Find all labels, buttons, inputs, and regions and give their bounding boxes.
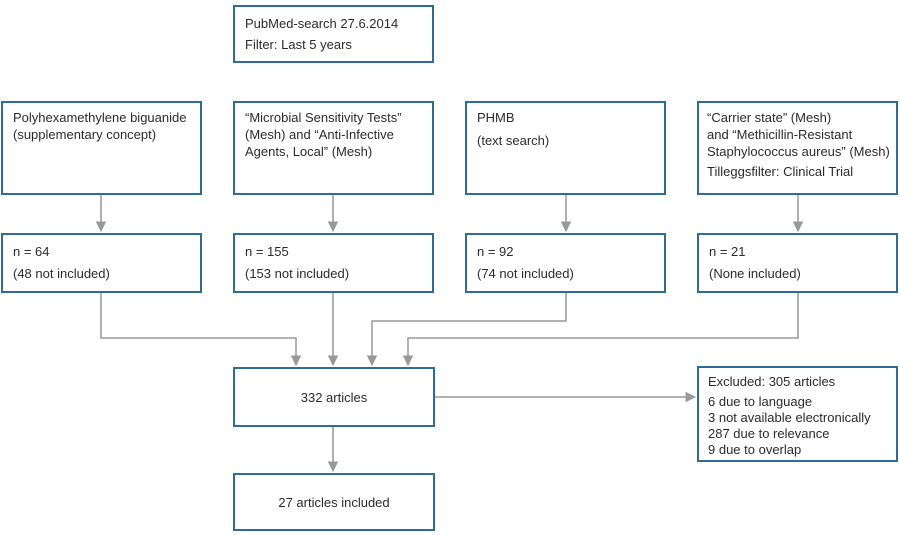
query-box-2: “Microbial Sensitivity Tests” (Mesh) and… xyxy=(233,101,434,195)
query-box-4: “Carrier state” (Mesh) and “Methicillin-… xyxy=(697,101,898,195)
included-articles-label: 27 articles included xyxy=(278,494,390,510)
count-1-n: n = 64 xyxy=(13,244,50,259)
query-4-line-4: Tilleggsfilter: Clinical Trial xyxy=(707,164,854,179)
excluded-item-relevance: 287 due to relevance xyxy=(708,426,830,441)
excluded-item-not-available: 3 not available electronically xyxy=(708,410,871,425)
query-3-line-2: (text search) xyxy=(477,133,550,148)
arrow-count1-to-merged xyxy=(100,293,302,367)
query-4-line-2: and “Methicillin-Resistant xyxy=(707,127,853,142)
query-4-line-3: Staphylococcus aureus” (Mesh) xyxy=(707,144,890,159)
excluded-box: Excluded: 305 articles 6 due to language… xyxy=(697,366,898,462)
count-3-n: n = 92 xyxy=(477,244,514,259)
excluded-title: Excluded: 305 articles xyxy=(708,374,836,389)
count-box-4: n = 21 (None included) xyxy=(697,233,898,293)
query-3-line-1: PHMB xyxy=(477,110,515,125)
count-box-2: n = 155 (153 not included) xyxy=(233,233,434,293)
arrow-count4-to-merged xyxy=(402,293,799,367)
count-1-note: (48 not included) xyxy=(13,266,110,281)
count-3-note: (74 not included) xyxy=(477,266,574,281)
count-4-note: (None included) xyxy=(709,266,801,281)
query-2-line-1: “Microbial Sensitivity Tests” xyxy=(245,110,402,125)
query-2-line-2: (Mesh) and “Anti-Infective xyxy=(245,127,394,142)
query-box-1: Polyhexamethylene biguanide (supplementa… xyxy=(1,101,202,195)
excluded-item-language: 6 due to language xyxy=(708,394,813,409)
excluded-item-overlap: 9 due to overlap xyxy=(708,442,802,457)
count-2-n: n = 155 xyxy=(245,244,289,259)
query-box-3: PHMB (text search) xyxy=(465,101,666,195)
search-box: PubMed-search 27.6.2014 Filter: Last 5 y… xyxy=(233,5,434,63)
query-1-line-2: (supplementary concept) xyxy=(13,127,157,142)
count-4-n: n = 21 xyxy=(709,244,746,259)
merged-articles-box: 332 articles xyxy=(233,367,435,427)
search-line-1: PubMed-search 27.6.2014 xyxy=(245,16,399,31)
arrow-count3-to-merged xyxy=(366,293,567,367)
query-4-line-1: “Carrier state” (Mesh) xyxy=(707,110,832,125)
query-1-line-1: Polyhexamethylene biguanide xyxy=(13,110,187,125)
merged-articles-label: 332 articles xyxy=(300,389,368,405)
query-2-line-3: Agents, Local” (Mesh) xyxy=(245,144,373,159)
included-articles-box: 27 articles included xyxy=(233,473,435,531)
count-2-note: (153 not included) xyxy=(245,266,350,281)
count-box-1: n = 64 (48 not included) xyxy=(1,233,202,293)
count-box-3: n = 92 (74 not included) xyxy=(465,233,666,293)
search-line-2: Filter: Last 5 years xyxy=(245,37,352,52)
